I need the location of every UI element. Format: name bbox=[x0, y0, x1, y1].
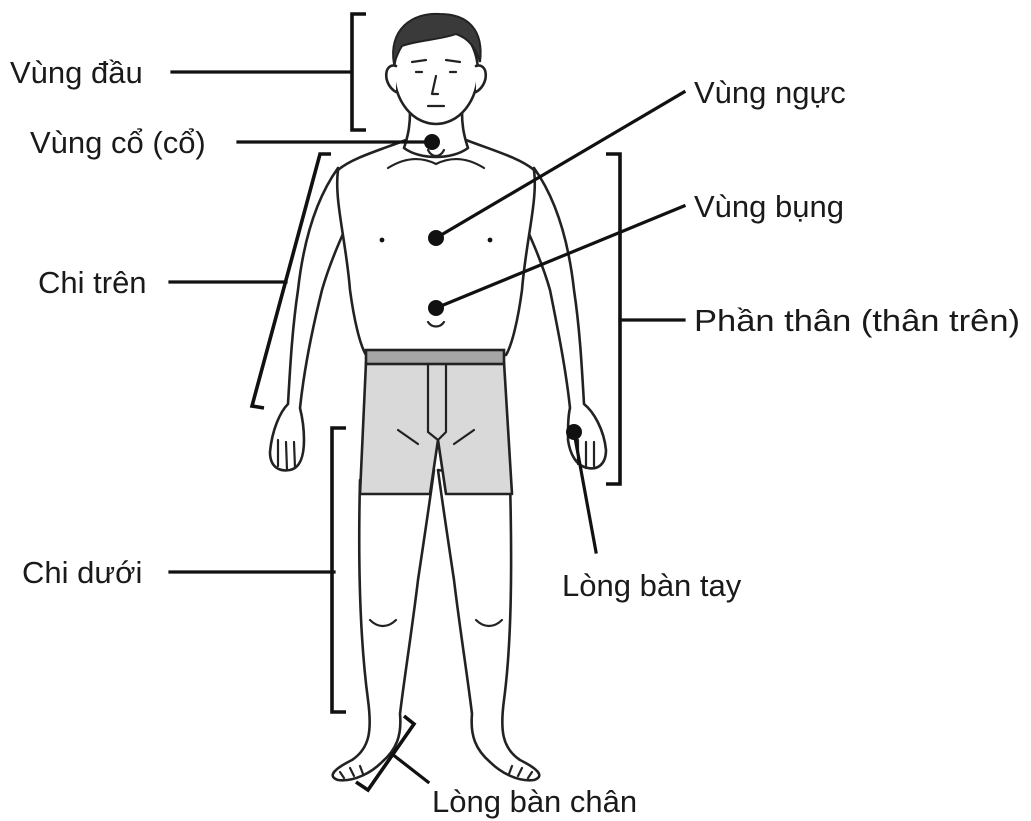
right-arm bbox=[522, 168, 606, 468]
left-nipple bbox=[380, 238, 385, 243]
label-lower-limb: Chi dưới bbox=[22, 555, 142, 590]
label-upper-limb: Chi trên bbox=[38, 265, 147, 300]
abdomen-point-marker bbox=[428, 300, 444, 316]
left-arm bbox=[270, 168, 350, 470]
label-neck: Vùng cổ (cổ) bbox=[30, 125, 206, 160]
underwear-shorts bbox=[360, 362, 512, 494]
label-palm: Lòng bàn tay bbox=[562, 568, 742, 603]
label-abdomen: Vùng bụng bbox=[694, 189, 844, 224]
palm-point-marker bbox=[566, 424, 582, 440]
lower-limb-bracket bbox=[332, 428, 346, 712]
left-ear bbox=[386, 66, 396, 92]
human-figure bbox=[270, 14, 606, 780]
right-nipple bbox=[488, 238, 493, 243]
waistband bbox=[366, 350, 504, 364]
label-sole: Lòng bàn chân bbox=[432, 784, 637, 819]
label-chest: Vùng ngực bbox=[694, 75, 846, 110]
neck-point-marker bbox=[424, 134, 440, 150]
trunk-bracket bbox=[606, 154, 620, 484]
head-bracket bbox=[352, 14, 366, 130]
chest-point-marker bbox=[428, 230, 444, 246]
torso bbox=[337, 140, 535, 355]
sole-leader-line bbox=[392, 754, 428, 782]
label-trunk: Phần thân (thân trên) bbox=[694, 303, 1020, 338]
right-ear bbox=[476, 66, 486, 92]
label-head: Vùng đầu bbox=[10, 55, 143, 90]
